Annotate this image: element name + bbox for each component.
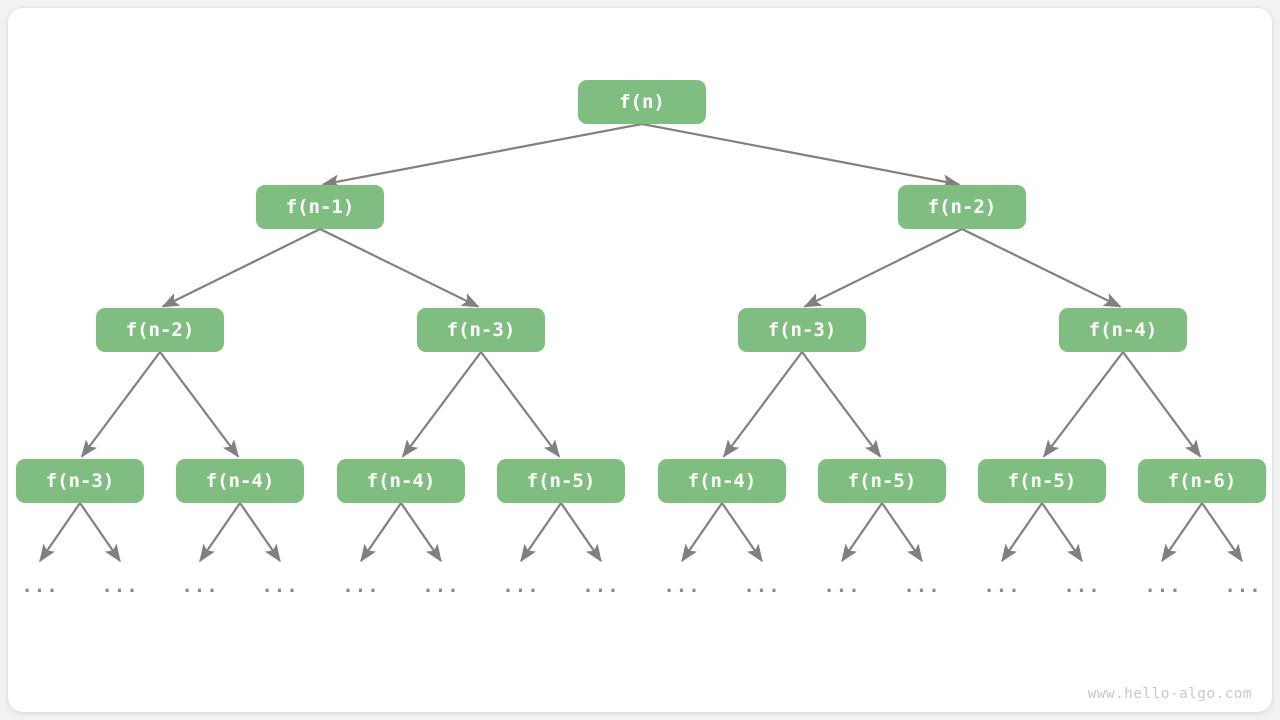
tree-edges [80, 122, 1202, 458]
ellipsis-marker: ... [582, 575, 620, 597]
tree-stub-edge [39, 502, 81, 563]
ellipsis-marker: ... [261, 575, 299, 597]
tree-node-label: f(n-4) [687, 470, 757, 492]
tree-stub-edge [1201, 502, 1243, 563]
tree-node[interactable]: f(n-2) [96, 308, 224, 352]
ellipsis-marker: ... [903, 575, 941, 597]
tree-node[interactable]: f(n-6) [1138, 459, 1266, 503]
tree-node[interactable]: f(n-1) [256, 185, 384, 229]
diagram-stage: f(n) f(n-1) f(n-2) f(n-2) f(n-3) f(n-3) f(n-4)… [8, 8, 1272, 712]
tree-node[interactable]: f(n-4) [1059, 308, 1187, 352]
tree-edge [801, 351, 882, 458]
tree-stub-edge [841, 502, 883, 563]
ellipsis-marker: ... [21, 575, 59, 597]
ellipsis-marker: ... [983, 575, 1021, 597]
tree-node-label: f(n) [619, 91, 665, 113]
tree-stub-edge [560, 502, 602, 563]
tree-node-label: f(n-3) [446, 319, 516, 341]
tree-edge [480, 351, 561, 458]
tree-edge [321, 122, 643, 189]
tree-edge [159, 351, 240, 458]
tree-stub-edge [721, 502, 763, 563]
tree-stub-edge [1001, 502, 1043, 563]
tree-node[interactable]: f(n-3) [417, 308, 545, 352]
tree-node-label: f(n-2) [125, 319, 195, 341]
tree-edge [961, 228, 1122, 308]
ellipsis-marker: ... [422, 575, 460, 597]
tree-stub-edge [79, 502, 121, 563]
tree-node[interactable]: f(n-3) [738, 308, 866, 352]
tree-stub-edge [199, 502, 241, 563]
tree-edge [641, 122, 961, 189]
tree-node[interactable]: f(n-4) [337, 459, 465, 503]
tree-stub-edge [360, 502, 402, 563]
tree-node-label: f(n-4) [1088, 319, 1158, 341]
ellipsis-marker: ... [1063, 575, 1101, 597]
tree-node-label: f(n-4) [205, 470, 275, 492]
tree-node-label: f(n-2) [927, 196, 997, 218]
tree-node[interactable]: f(n-4) [658, 459, 786, 503]
ellipsis-marker: ... [1144, 575, 1182, 597]
tree-stub-edge [881, 502, 923, 563]
tree-node-label: f(n-6) [1167, 470, 1237, 492]
tree-node[interactable]: f(n) [578, 80, 706, 124]
tree-node[interactable]: f(n-4) [176, 459, 304, 503]
tree-node-label: f(n-5) [1007, 470, 1077, 492]
tree-node[interactable]: f(n-5) [497, 459, 625, 503]
tree-node-label: f(n-4) [366, 470, 436, 492]
ellipsis-marker: ... [502, 575, 540, 597]
tree-node[interactable]: f(n-3) [16, 459, 144, 503]
tree-edge [319, 228, 480, 308]
tree-node[interactable]: f(n-5) [978, 459, 1106, 503]
tree-edge [80, 351, 161, 458]
watermark: www.hello-algo.com [1087, 686, 1252, 702]
tree-stub-edge [400, 502, 442, 563]
tree-node[interactable]: f(n-2) [898, 185, 1026, 229]
ellipsis-marker: ... [823, 575, 861, 597]
tree-stub-edge [681, 502, 723, 563]
tree-stub-edge [239, 502, 281, 563]
ellipsis-marker: ... [181, 575, 219, 597]
tree-edge [1122, 351, 1202, 458]
tree-edge [803, 228, 963, 308]
tree-stub-edges [39, 502, 1243, 563]
ellipsis-marker: ... [101, 575, 139, 597]
tree-node-label: f(n-5) [847, 470, 917, 492]
tree-node-label: f(n-3) [767, 319, 837, 341]
tree-stub-edge [520, 502, 562, 563]
tree-node[interactable]: f(n-5) [818, 459, 946, 503]
diagram-card: f(n) f(n-1) f(n-2) f(n-2) f(n-3) f(n-3) f(n-4)… [8, 8, 1272, 712]
ellipsis-marker: ... [342, 575, 380, 597]
tree-edge [722, 351, 803, 458]
ellipsis-marker: ... [743, 575, 781, 597]
ellipsis-marker: ... [663, 575, 701, 597]
ellipsis-marker: ... [1224, 575, 1262, 597]
tree-stub-edge [1161, 502, 1203, 563]
tree-node-label: f(n-1) [285, 196, 355, 218]
tree-stub-edge [1041, 502, 1083, 563]
tree-node-label: f(n-5) [526, 470, 596, 492]
tree-edge [161, 228, 321, 308]
tree-edge [1042, 351, 1124, 458]
tree-node-label: f(n-3) [45, 470, 115, 492]
tree-edge [401, 351, 482, 458]
